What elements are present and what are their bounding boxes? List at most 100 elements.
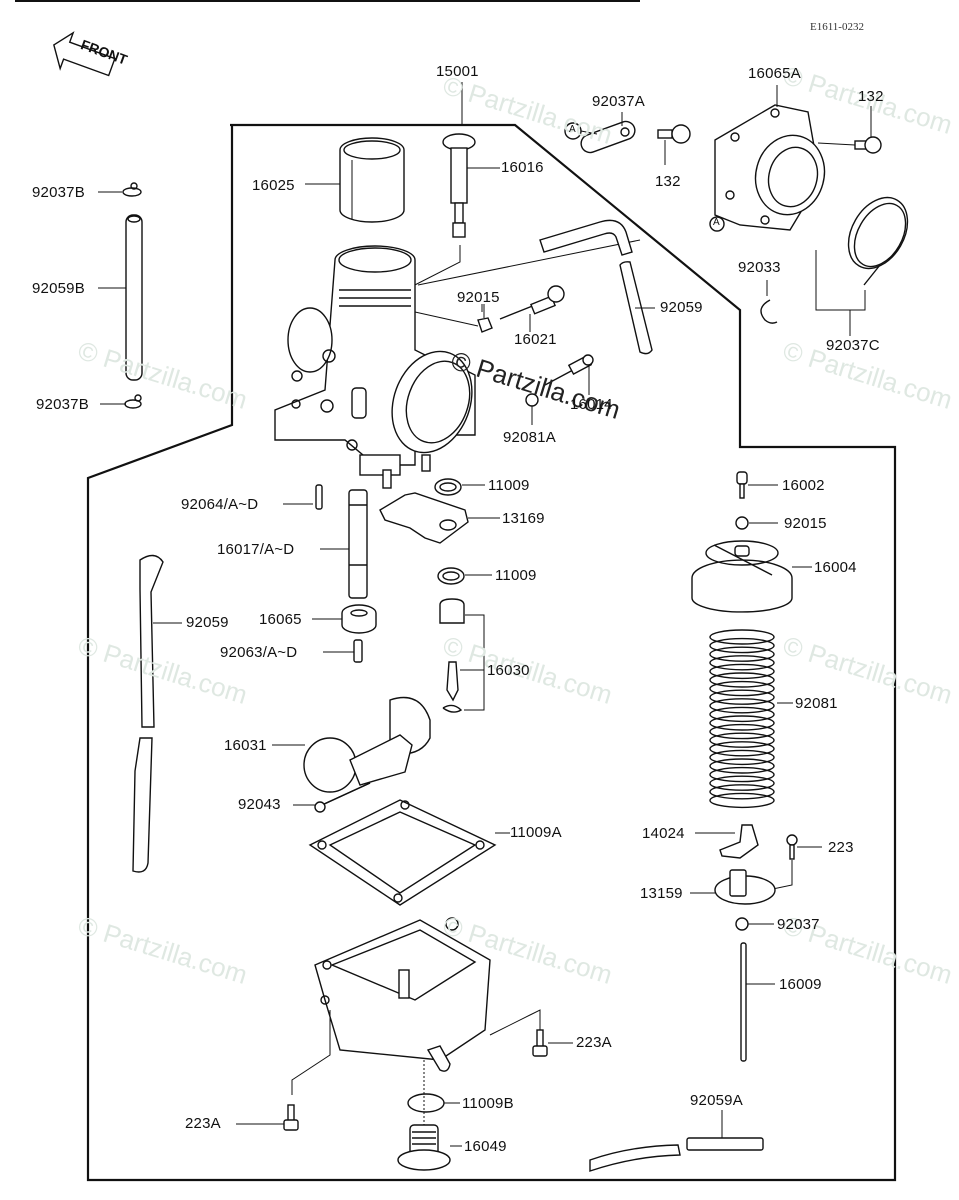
part-label-16004[interactable]: 16004: [814, 559, 857, 576]
spring-coil: [709, 672, 775, 688]
spring-coil: [709, 637, 775, 654]
part-label-92059b[interactable]: 92059B: [32, 280, 85, 297]
spring-coil: [709, 698, 775, 714]
needle-holder-13159: [690, 869, 776, 905]
o-ring-11009b: [407, 1093, 445, 1113]
part-label-16017[interactable]: 16017/A~D: [217, 541, 295, 558]
part-label-16014[interactable]: 16014: [570, 396, 613, 413]
clip-92037b-top: [98, 182, 142, 197]
part-label-11009a[interactable]: 11009A: [510, 824, 562, 841]
spring-coil: [709, 706, 775, 723]
callout-letter: A: [569, 124, 576, 135]
part-label-16030[interactable]: 16030: [487, 662, 530, 679]
gasket-11009a: [308, 799, 510, 906]
spring-coil: [709, 749, 775, 766]
part-label-92037a[interactable]: 92037A: [592, 93, 645, 110]
o-ring-11009-lower: [437, 567, 465, 585]
part-label-92043[interactable]: 92043: [238, 796, 281, 813]
part-label-92037c[interactable]: 92037C: [826, 337, 880, 354]
part-label-223a-right[interactable]: 223A: [576, 1034, 612, 1051]
clip-92037: [735, 917, 774, 931]
clip-92037b-bottom: [100, 394, 142, 409]
front-arrow-icon: [53, 31, 116, 77]
spring-92081: [709, 629, 775, 809]
part-label-16016[interactable]: 16016: [501, 159, 544, 176]
part-label-92015-right[interactable]: 92015: [784, 515, 827, 532]
part-label-92033[interactable]: 92033: [738, 259, 781, 276]
bolt-223a-left: [236, 1104, 299, 1131]
spring-coil: [709, 629, 775, 645]
part-label-92081[interactable]: 92081: [795, 695, 838, 712]
screw-223: [767, 834, 822, 891]
jet-needle-16009: [740, 942, 775, 1062]
part-label-11009-lower[interactable]: 11009: [495, 567, 537, 584]
bolt-223a-right: [532, 1029, 573, 1057]
part-label-92059a[interactable]: 92059A: [690, 1092, 743, 1109]
float-valve-16030: [439, 598, 485, 713]
hose-92059-left: [132, 554, 182, 873]
part-label-15001[interactable]: 15001: [436, 63, 479, 80]
cap-16004: [691, 540, 812, 613]
part-label-16049[interactable]: 16049: [464, 1138, 507, 1155]
spring-coil: [709, 775, 775, 791]
carburetor-body-15001: [274, 245, 476, 489]
clip-92033: [760, 280, 778, 324]
pin-92043: [293, 782, 371, 813]
part-label-13159[interactable]: 13159: [640, 885, 683, 902]
float-16031: [272, 696, 431, 793]
part-label-223[interactable]: 223: [828, 839, 854, 856]
part-label-132-mid[interactable]: 132: [655, 173, 681, 190]
part-label-14024[interactable]: 14024: [642, 825, 685, 842]
part-label-92037b-bottom[interactable]: 92037B: [36, 396, 89, 413]
spring-coil: [709, 792, 775, 809]
clamp-92037c: [815, 196, 909, 336]
part-label-223a-left[interactable]: 223A: [185, 1115, 221, 1132]
jet-92064: [283, 484, 323, 510]
screw-16002: [736, 471, 778, 499]
throttle-slide-16025: [305, 137, 405, 223]
part-label-16002[interactable]: 16002: [782, 477, 825, 494]
part-label-92059-top[interactable]: 92059: [660, 299, 703, 316]
reference-code: E1611-0232: [810, 21, 864, 33]
part-label-92037b-top[interactable]: 92037B: [32, 184, 85, 201]
spring-coil: [709, 646, 775, 662]
jet-92063: [323, 639, 363, 663]
part-label-92064[interactable]: 92064/A~D: [181, 496, 259, 513]
hose-92059a: [589, 1110, 764, 1172]
spring-coil: [709, 784, 775, 800]
part-label-92081a[interactable]: 92081A: [503, 429, 556, 446]
part-label-92015-top[interactable]: 92015: [457, 289, 500, 306]
part-label-11009-upper[interactable]: 11009: [488, 477, 530, 494]
part-label-16009[interactable]: 16009: [779, 976, 822, 993]
part-label-16065a[interactable]: 16065A: [748, 65, 801, 82]
part-label-16025[interactable]: 16025: [252, 177, 295, 194]
bolt-132-right: [817, 106, 882, 154]
part-label-13169[interactable]: 13169: [502, 510, 545, 527]
pilot-screw-16014-spring-92081a: [525, 354, 594, 425]
clip-92037a: [564, 112, 636, 154]
screw-16021-with-nut-92015: [414, 239, 641, 333]
starter-plunger-16016: [404, 133, 500, 291]
part-label-92059-left[interactable]: 92059: [186, 614, 229, 631]
o-ring-11009-upper: [434, 478, 462, 496]
part-label-92063[interactable]: 92063/A~D: [220, 644, 298, 661]
spring-coil: [709, 715, 775, 731]
part-label-16021[interactable]: 16021: [514, 331, 557, 348]
tube-92059b: [98, 214, 143, 381]
spring-coil: [709, 680, 775, 697]
needle-jet-16017: [320, 489, 368, 599]
part-label-11009b[interactable]: 11009B: [462, 1095, 514, 1112]
plate-13169: [379, 492, 500, 544]
part-label-16031[interactable]: 16031: [224, 737, 267, 754]
spring-coil: [709, 766, 775, 783]
intake-holder-16065a: [709, 85, 826, 232]
part-label-92037[interactable]: 92037: [777, 916, 820, 933]
float-bowl: [291, 917, 541, 1095]
assembly-frame: [86, 123, 897, 1182]
part-label-132-right[interactable]: 132: [858, 88, 884, 105]
needle-clip-14024: [695, 824, 759, 859]
callout-letter: A: [713, 217, 720, 228]
part-label-16065[interactable]: 16065: [259, 611, 302, 628]
